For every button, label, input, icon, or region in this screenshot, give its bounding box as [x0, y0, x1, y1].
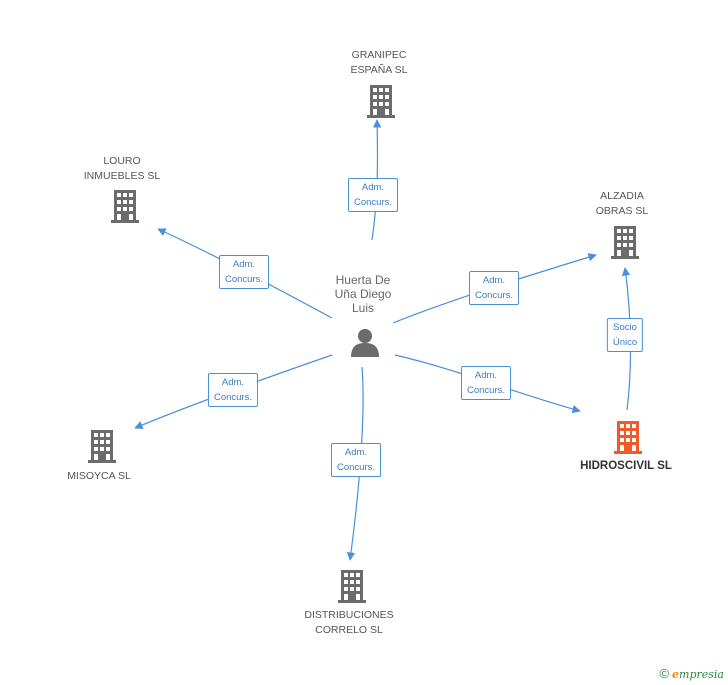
- company-label-hidroscivil[interactable]: HIDROSCIVIL SL: [580, 460, 672, 472]
- empresia-brand[interactable]: ©empresia: [659, 666, 724, 681]
- company-label-alzadia[interactable]: ALZADIA OBRAS SL: [595, 190, 649, 217]
- building-icon-misoyca[interactable]: [88, 430, 116, 463]
- edge-label-hidroscivil[interactable]: Adm. Concurs.: [460, 366, 512, 400]
- edge-label-alzadia[interactable]: Adm. Concurs.: [468, 271, 520, 305]
- edge-label-misoyca[interactable]: Adm. Concurs.: [207, 373, 259, 407]
- edge-label-distribuciones[interactable]: Adm. Concurs.: [330, 443, 382, 477]
- person-icon[interactable]: [351, 329, 379, 357]
- building-icon-hidroscivil[interactable]: [614, 421, 642, 454]
- company-label-louro[interactable]: LOURO INMUEBLES SL: [83, 155, 161, 182]
- edge-label-alzadia[interactable]: Socio Único: [606, 318, 644, 352]
- company-label-misoyca[interactable]: MISOYCA SL: [67, 470, 131, 482]
- person-name-label[interactable]: Huerta De Uña Diego Luis: [334, 273, 392, 315]
- edge-label-granipec[interactable]: Adm. Concurs.: [347, 178, 399, 212]
- building-icon-granipec[interactable]: [367, 85, 395, 118]
- company-label-distribuciones[interactable]: DISTRIBUCIONES CORRELO SL: [304, 609, 394, 636]
- brand-logo: empresia: [672, 668, 724, 681]
- copyright-icon: ©: [659, 666, 670, 681]
- edge-label-louro[interactable]: Adm. Concurs.: [218, 255, 270, 289]
- building-icon-distribuciones[interactable]: [338, 570, 366, 603]
- building-icon-louro[interactable]: [111, 190, 139, 223]
- building-icon-alzadia[interactable]: [611, 226, 639, 259]
- company-label-granipec[interactable]: GRANIPEC ESPAÑA SL: [350, 49, 408, 76]
